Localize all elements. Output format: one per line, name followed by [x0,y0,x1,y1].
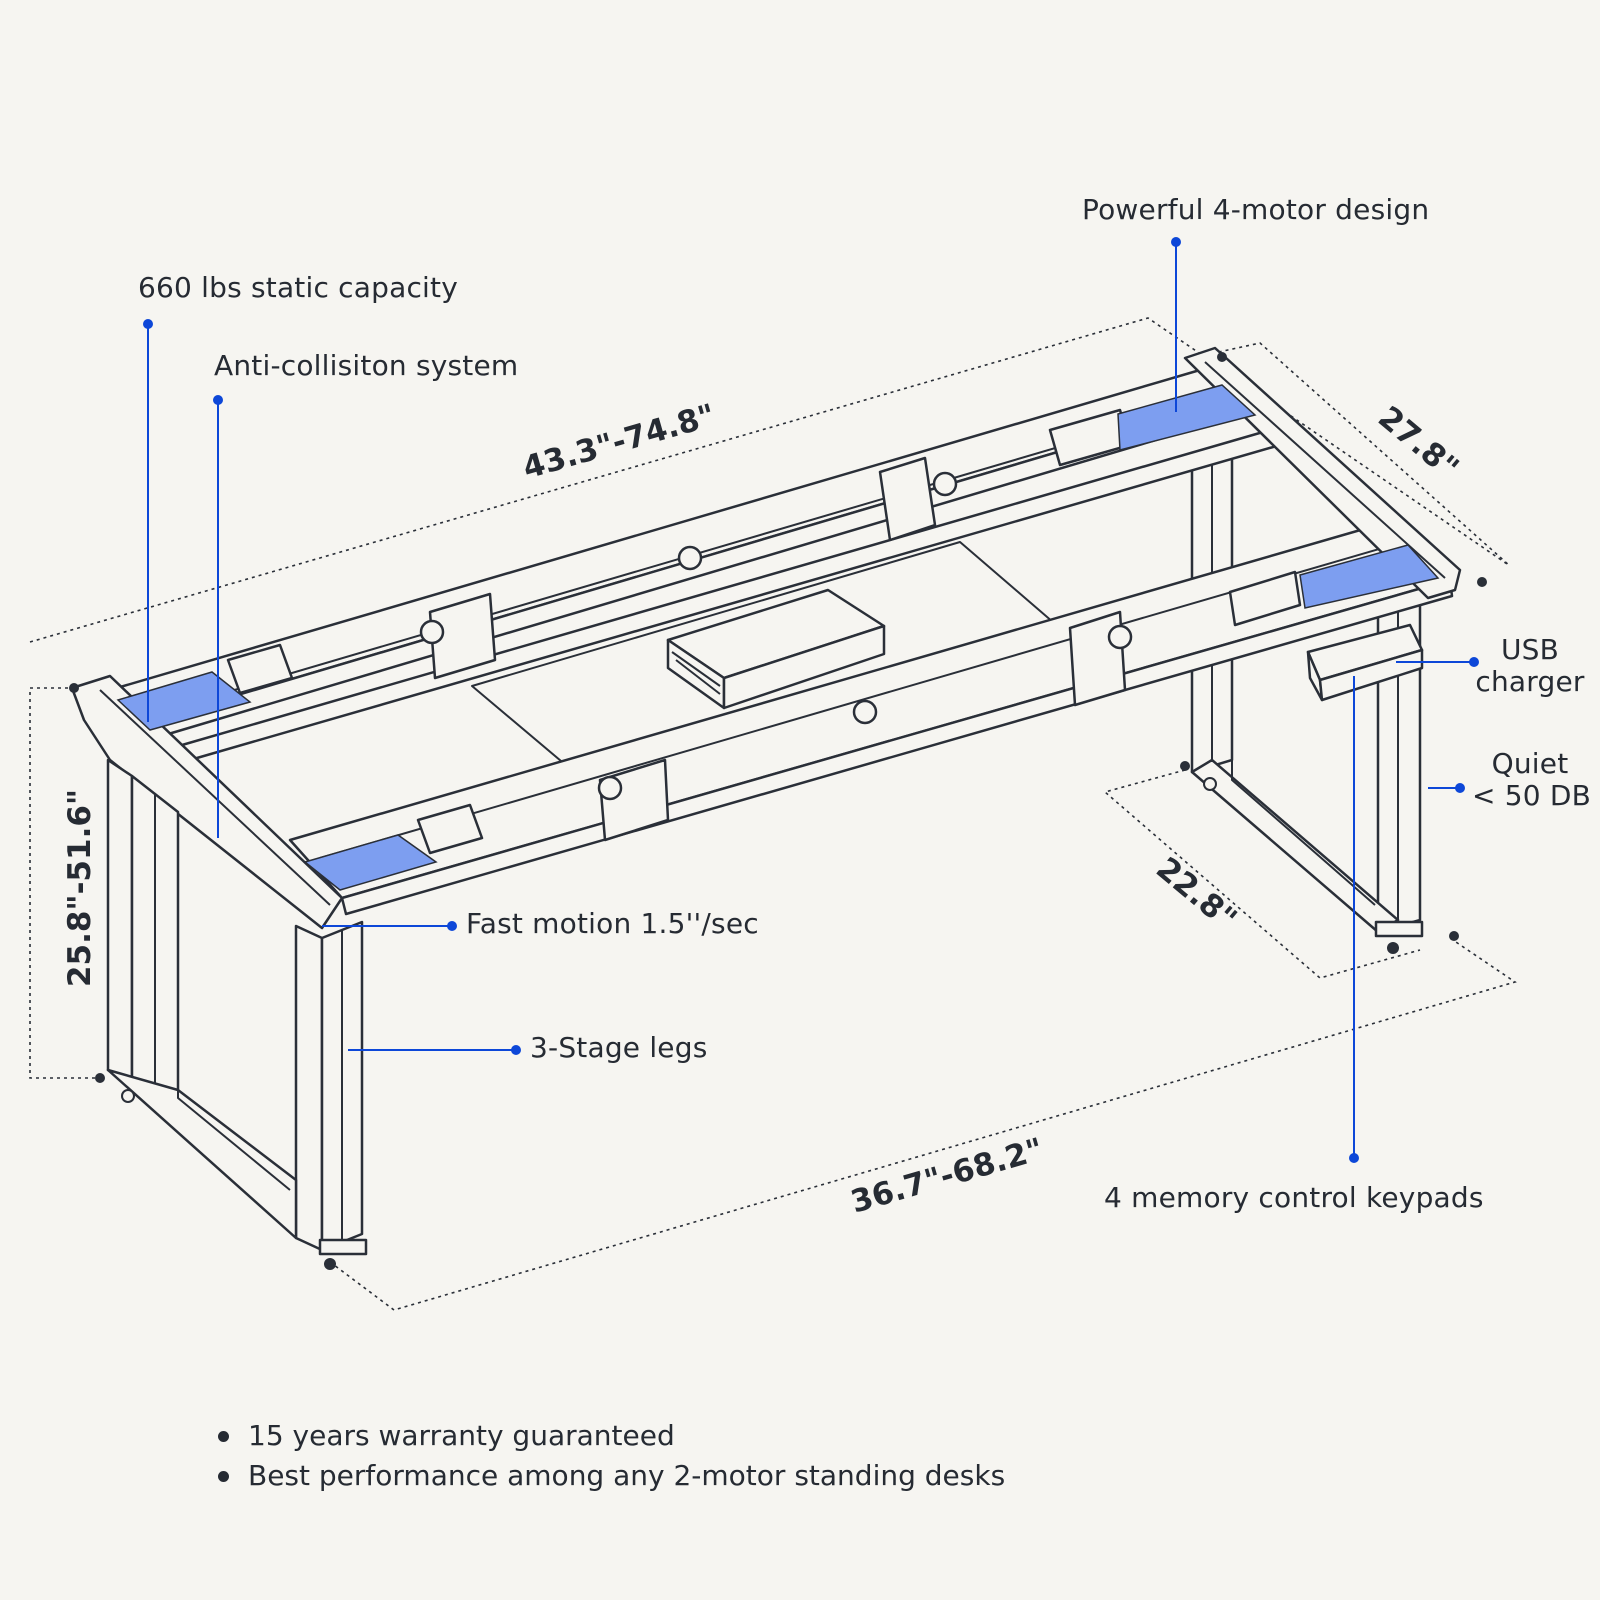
leader-motor-design [1171,237,1181,412]
leader-stage-legs [348,1045,521,1055]
quiet-line-2: < 50 DB [1472,779,1592,812]
dim-height-range: 25.8"-51.6" [62,788,99,988]
label-anti-collision: Anti-collisiton system [214,349,519,382]
feature-bullets: 15 years warranty guaranteed Best perfor… [214,1416,1005,1496]
label-keypads: 4 memory control keypads [1104,1181,1484,1214]
leader-usb [1396,657,1479,667]
quiet-line-1: Quiet [1491,747,1569,780]
usb-line-2: charger [1475,665,1585,698]
top-length-guide [29,317,1511,643]
bullet-item: 15 years warranty guaranteed [214,1416,1005,1456]
corner-markers [69,352,1487,1083]
label-fast-motion: Fast motion 1.5''/sec [466,907,759,940]
top-depth-guide [1204,342,1511,567]
height-guide [29,687,100,1079]
motor-back-left [303,834,438,891]
label-quiet: Quiet < 50 DB [1472,747,1592,812]
control-box [666,588,886,710]
rail-plates [226,408,1302,855]
leader-fast-motion [322,921,457,931]
bullet-text: 15 years warranty guaranteed [248,1419,675,1452]
leader-lines [143,237,1479,1163]
label-static-capacity: 660 lbs static capacity [138,271,458,304]
base-length-guide [329,937,1517,1311]
leader-static-capacity [143,319,153,722]
left-leg [106,758,368,1270]
usb-line-1: USB [1500,633,1560,666]
bullet-dot [218,1431,229,1442]
dimension-guides [29,317,1517,1311]
leader-quiet [1428,783,1465,793]
leader-anti-collision [213,395,223,838]
foot-depth-guide [1103,769,1421,979]
leader-keypads [1349,676,1359,1163]
bullet-text: Best performance among any 2-motor stand… [248,1459,1006,1492]
label-usb-charger: USB charger [1472,634,1588,698]
motor-back-right [1299,544,1440,609]
bullet-dot [218,1471,229,1482]
label-stage-legs: 3-Stage legs [530,1031,708,1064]
motor-front-right [1117,384,1257,451]
label-motor-design: Powerful 4-motor design [1082,193,1430,226]
bullet-item: Best performance among any 2-motor stand… [214,1456,1005,1496]
